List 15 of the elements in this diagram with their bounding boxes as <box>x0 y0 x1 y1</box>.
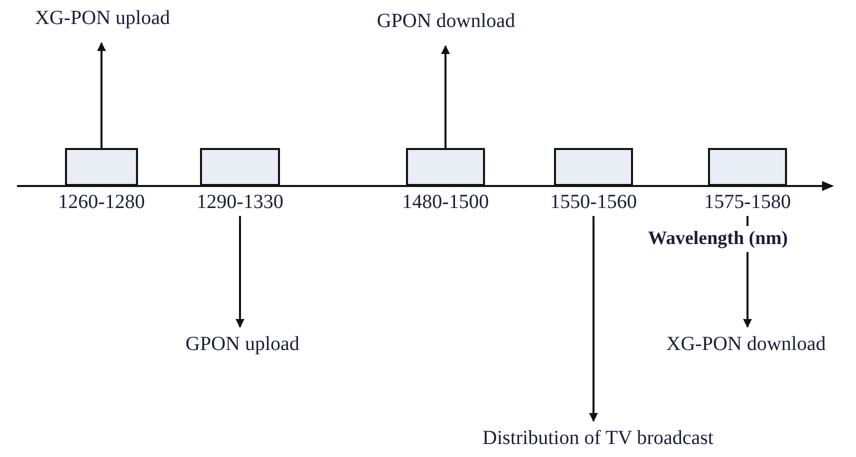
arrow <box>441 45 450 148</box>
channel-label: XG-PON download <box>665 332 827 357</box>
channel-label: XG-PON upload <box>34 6 171 31</box>
channel-label: GPON download <box>376 9 516 34</box>
arrow <box>97 42 106 148</box>
wavelength-range-label: 1480-1500 <box>401 190 490 214</box>
axis-title: Wavelength (nm) <box>648 226 788 252</box>
wavelength-range-label: 1260-1280 <box>57 190 146 214</box>
arrow <box>236 216 244 328</box>
wavelength-range-label: 1550-1560 <box>549 190 638 214</box>
channel-label: Distribution of TV broadcast <box>482 426 714 451</box>
arrow <box>589 216 598 422</box>
wavelength-range-label: 1290-1330 <box>196 190 284 214</box>
channel-label: GPON upload <box>184 332 300 357</box>
wavelength-range-label: 1575-1580 <box>703 190 792 214</box>
